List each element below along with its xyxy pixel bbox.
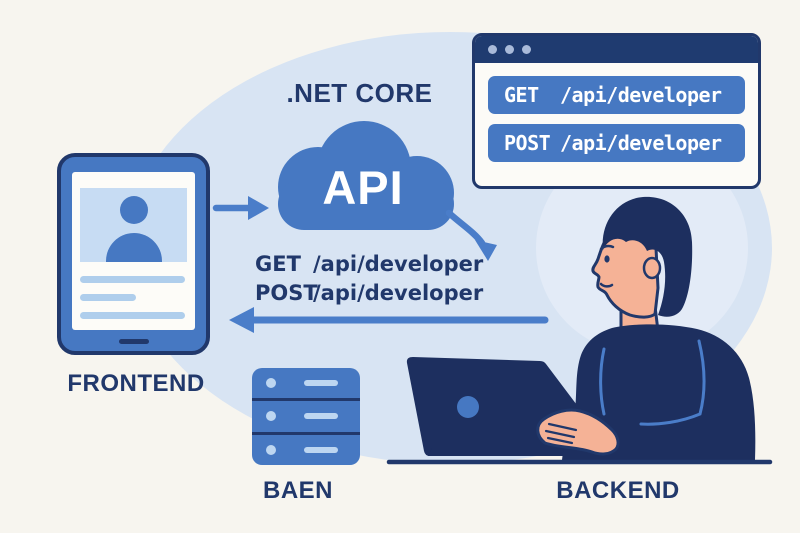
laptop-logo-icon [457, 396, 479, 418]
server-row [252, 368, 360, 398]
flow-path: /api/developer [313, 252, 484, 276]
avatar-head [119, 196, 148, 224]
arrow-right-icon [212, 196, 269, 220]
server-slot [304, 380, 338, 387]
server-led-icon [266, 444, 276, 455]
endpoint-path: /api/developer [560, 131, 722, 155]
developer-person-icon [536, 196, 756, 460]
server-led-icon [266, 411, 276, 422]
tablet-screen [72, 172, 195, 330]
skeleton-line [80, 276, 185, 283]
skeleton-line [80, 294, 136, 301]
request-flow-text: GET /api/developer POST /api/developer [255, 250, 483, 308]
server-row [252, 431, 360, 465]
endpoint-path: /api/developer [560, 83, 722, 107]
frontend-label: FRONTEND [67, 370, 205, 397]
avatar-shoulders [105, 233, 162, 262]
tablet-device [57, 153, 210, 355]
server-slot [304, 446, 338, 453]
flow-method: GET [255, 252, 301, 276]
server-stack-icon [252, 368, 360, 465]
server-row [252, 398, 360, 431]
window-dot-icon [522, 45, 531, 54]
endpoint-method: GET [504, 83, 539, 107]
backend-label: BACKEND [556, 477, 680, 504]
api-cloud-icon [278, 121, 454, 230]
server-label: BAEN [262, 477, 333, 504]
server-slot [304, 413, 338, 420]
endpoint-method: POST [504, 131, 551, 155]
flow-line-get: GET /api/developer [255, 250, 483, 279]
ear [642, 256, 662, 280]
window-dot-icon [488, 45, 497, 54]
endpoint-post-row: POST /api/developer [488, 124, 745, 162]
diagram-title: .NET CORE [286, 78, 433, 108]
profile-avatar-icon [80, 188, 187, 262]
api-label: API [322, 161, 404, 214]
home-button [118, 339, 149, 344]
flow-path: /api/developer [313, 281, 484, 305]
arrow-left-icon [229, 307, 549, 333]
skeleton-line [80, 312, 185, 319]
browser-window: GET /api/developer POST /api/developer [472, 33, 761, 189]
arrow-curved-down-icon [445, 209, 497, 261]
flow-line-post: POST /api/developer [255, 279, 483, 308]
flow-method: POST [255, 281, 318, 305]
server-led-icon [266, 378, 276, 389]
window-dot-icon [505, 45, 514, 54]
endpoint-get-row: GET /api/developer [488, 76, 745, 114]
window-titlebar [475, 36, 758, 63]
